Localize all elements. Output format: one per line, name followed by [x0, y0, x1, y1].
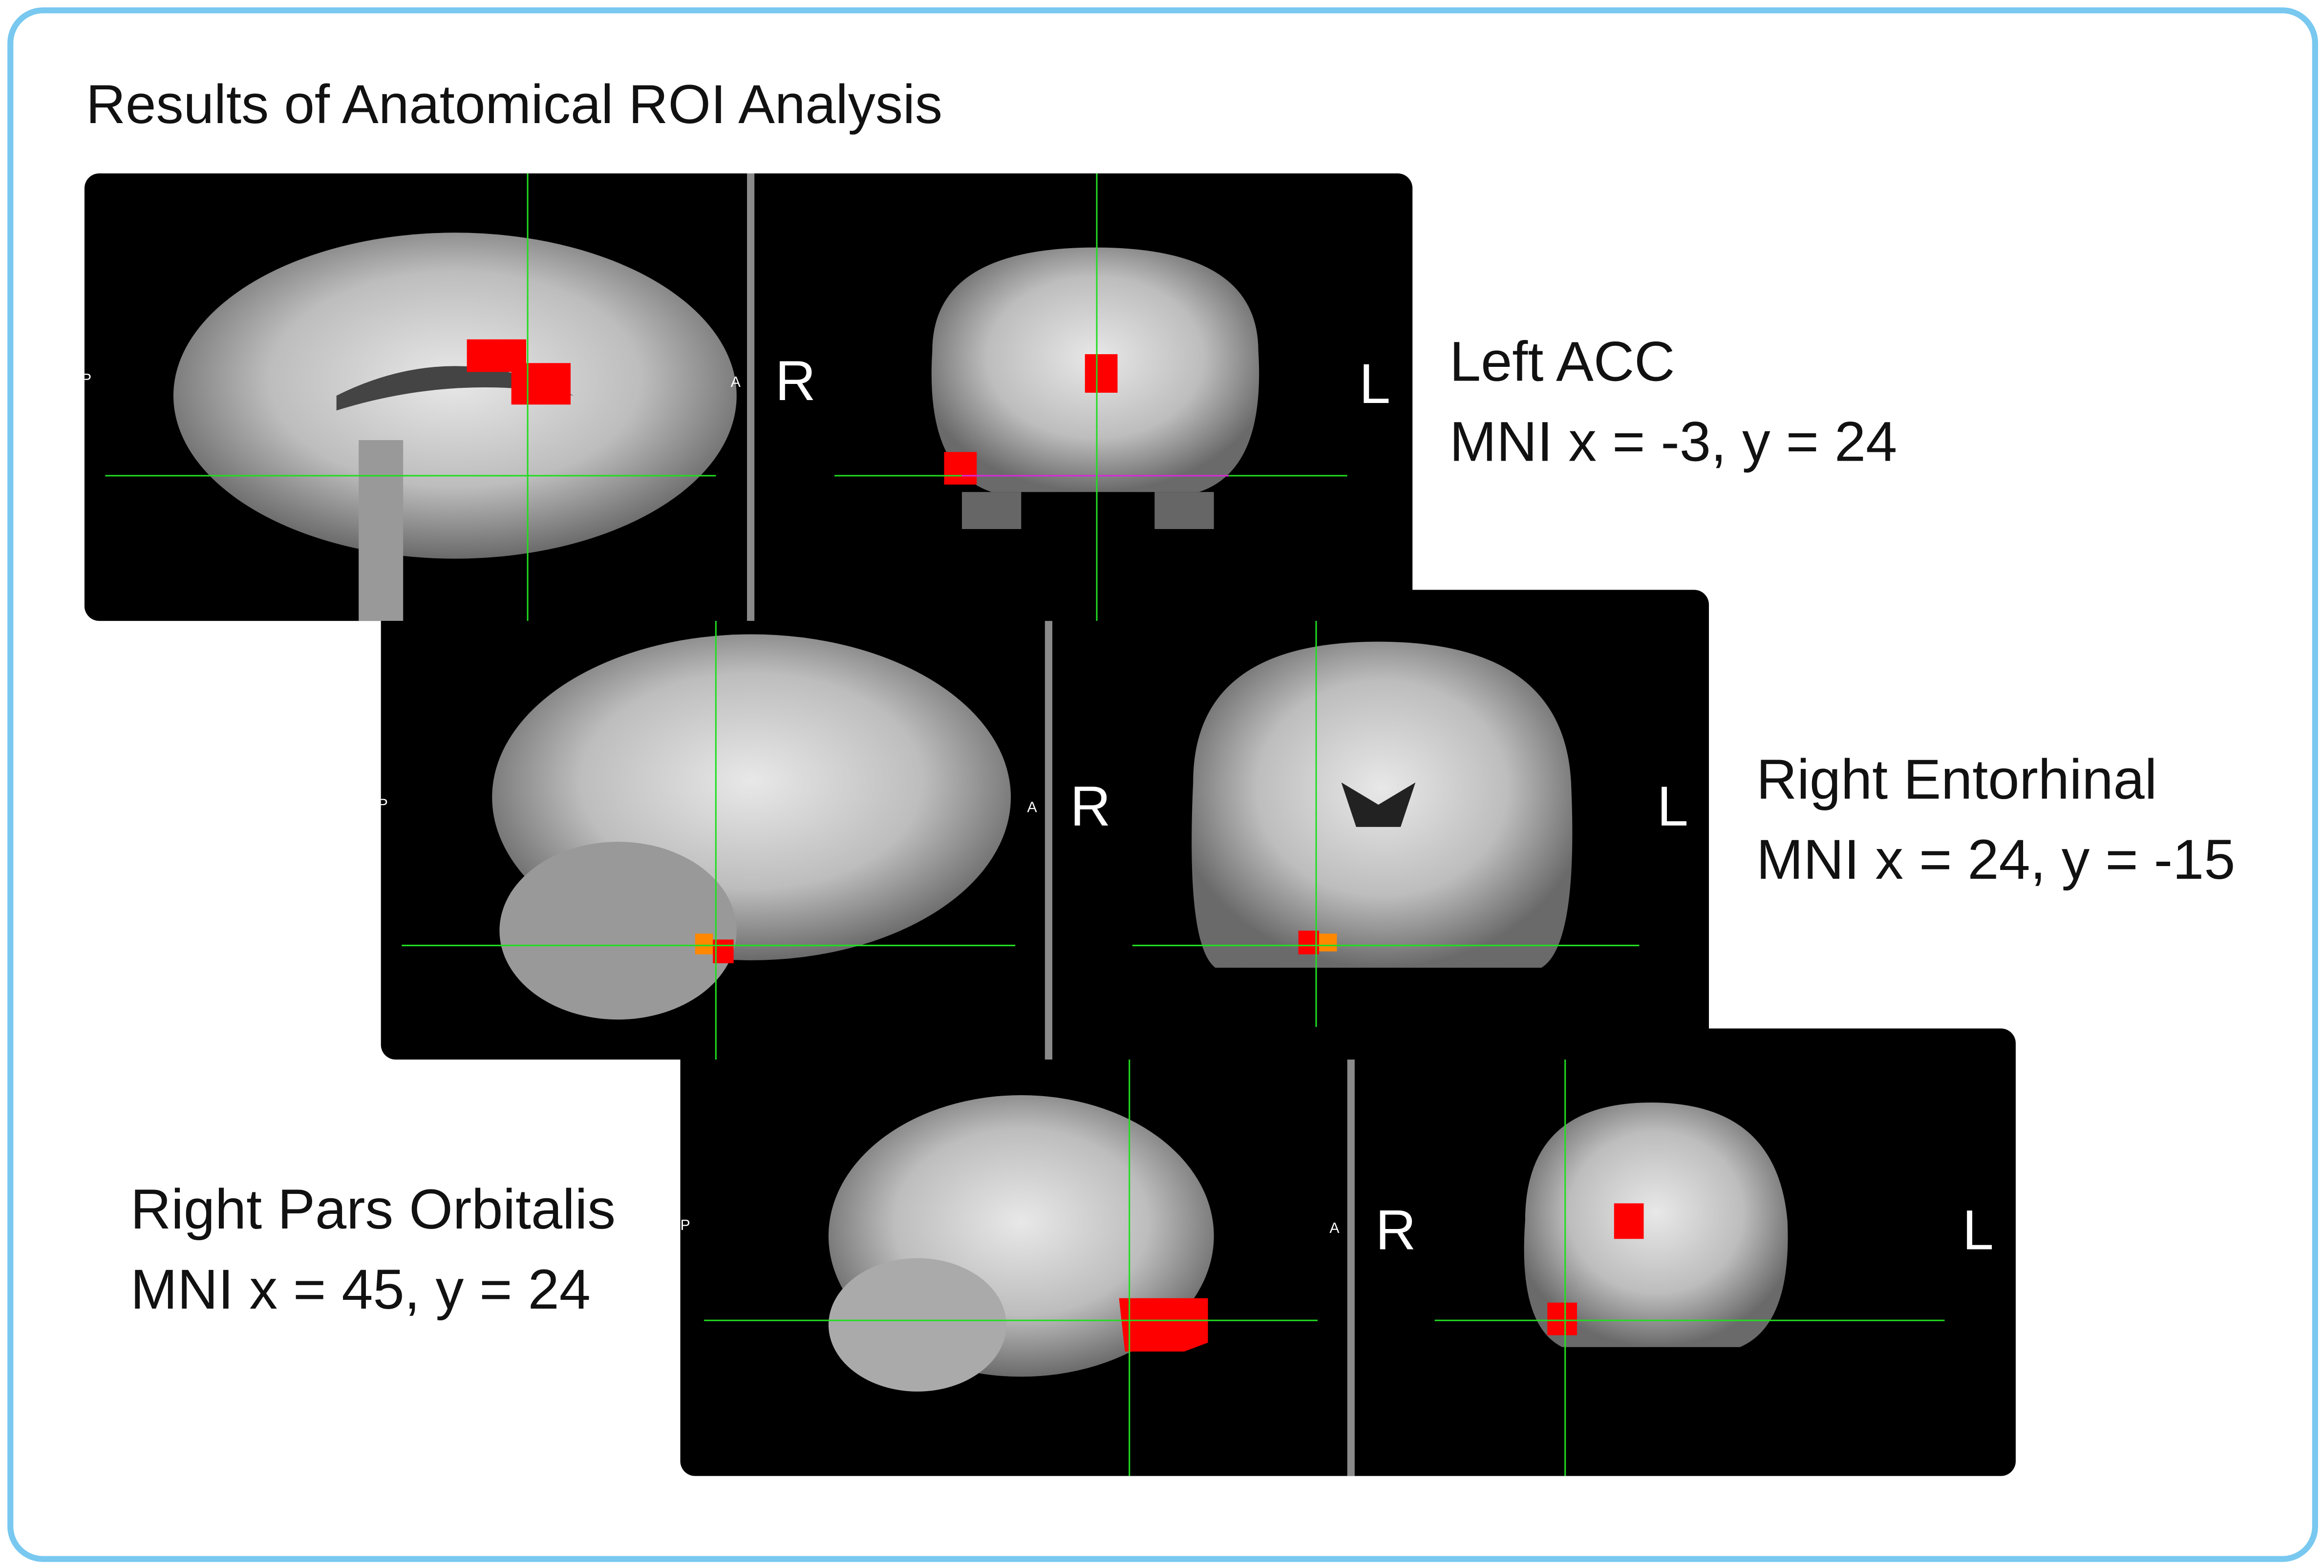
figure-border [7, 7, 2318, 1562]
right-side-label: R [1375, 1200, 1416, 1263]
view-divider [747, 173, 755, 621]
panel-right-pars-orbitalis: P A R L [680, 1028, 2016, 1476]
panel-right-entorhinal: P A R L [381, 590, 1709, 1060]
left-side-label: L [1962, 1200, 1994, 1263]
posterior-label: P [381, 797, 388, 813]
mni-coordinates: MNI x = -3, y = 24 [1450, 412, 1898, 474]
left-side-label: L [1657, 776, 1688, 839]
sagittal-view: P A [681, 1028, 1347, 1476]
region-name: Right Entorhinal [1756, 750, 2157, 812]
coronal-view: R L [754, 173, 1412, 621]
right-side-label: R [1070, 776, 1111, 839]
posterior-label: P [680, 1218, 690, 1235]
right-side-label: R [775, 351, 816, 414]
coronal-view: R L [1052, 590, 1709, 1059]
region-label-right-pars-orbitalis: Right Pars Orbitalis MNI x = 45, y = 24 [130, 1171, 616, 1331]
panel-left-acc: P A R L [84, 173, 1413, 621]
posterior-label: P [85, 372, 91, 388]
figure-title: Results of Anatomical ROI Analysis [85, 74, 943, 135]
mni-coordinates: MNI x = 45, y = 24 [130, 1259, 591, 1322]
anterior-label: A [730, 375, 741, 391]
region-label-right-entorhinal: Right Entorhinal MNI x = 24, y = -15 [1756, 741, 2235, 901]
region-name: Left ACC [1450, 332, 1675, 394]
sagittal-view: P A [85, 173, 750, 621]
view-divider [1045, 590, 1052, 1060]
view-divider [1347, 1028, 1355, 1476]
anterior-label: A [1027, 800, 1037, 817]
mni-coordinates: MNI x = 24, y = -15 [1756, 829, 2236, 892]
anterior-label: A [1329, 1221, 1340, 1238]
coronal-view: R L [1355, 1028, 2016, 1476]
region-label-left-acc: Left ACC MNI x = -3, y = 24 [1450, 323, 1897, 483]
left-side-label: L [1359, 354, 1391, 417]
region-name: Right Pars Orbitalis [130, 1179, 616, 1242]
sagittal-view: P A [381, 590, 1048, 1060]
